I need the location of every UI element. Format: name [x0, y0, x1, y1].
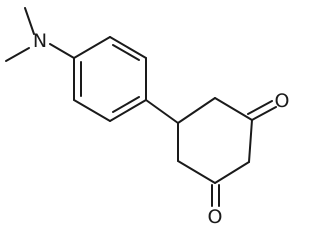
cyc-bond-1	[177, 97, 216, 124]
cyc-bond-3	[248, 119, 253, 163]
bond-methyl-down	[5, 47, 30, 62]
chemical-structure: N O O	[5, 7, 290, 228]
bond-aryl-cyclohexane	[145, 99, 179, 124]
ring-bond-5	[73, 99, 111, 122]
bond-methyl-up	[24, 7, 35, 35]
ring-bond-1	[73, 36, 111, 59]
co-top-line-1	[251, 106, 277, 121]
nitrogen-label: N	[33, 30, 47, 52]
carbonyl-bottom	[211, 184, 220, 207]
oxygen-top-label: O	[275, 90, 290, 112]
co-top-line-2	[247, 100, 273, 115]
oxygen-bottom-label: O	[208, 206, 223, 228]
ring-bond-2	[109, 36, 147, 59]
cyc-bond-4	[214, 161, 250, 184]
benzene-ring	[73, 36, 147, 122]
cyc-bond-5	[177, 160, 216, 184]
bond-n-ring	[49, 43, 75, 59]
cyc-bond-2	[214, 97, 253, 121]
ring-bond-4	[109, 99, 147, 122]
cyclohexanedione-ring	[177, 97, 253, 184]
carbonyl-top	[247, 100, 277, 121]
dimethylamino-group	[5, 7, 75, 62]
ring-double-2	[112, 96, 140, 113]
ring-double-1	[112, 44, 140, 61]
